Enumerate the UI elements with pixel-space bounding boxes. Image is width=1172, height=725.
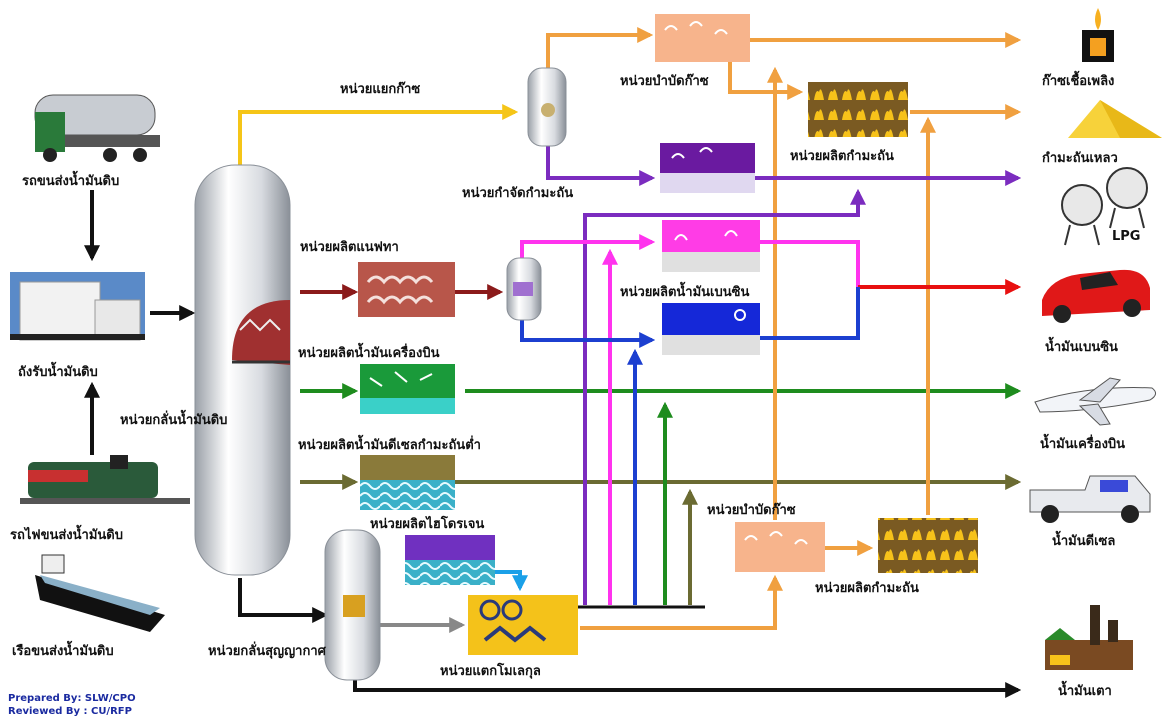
flow-gas-to-separation — [238, 104, 519, 172]
label-fuel-gas: ก๊าซเชื้อเพลิง — [1042, 74, 1115, 89]
unit-gas-treating-top-box — [655, 14, 750, 62]
credit-reviewed: Reviewed By : CU/RFP — [8, 706, 132, 717]
label-crude-ship: เรือขนส่งน้ำมันดิบ — [12, 644, 114, 659]
oil-tanker-ship-icon — [35, 554, 165, 632]
label-crude-tank: ถังรับน้ำมันดิบ — [18, 365, 98, 380]
flow-magenta-out — [760, 240, 860, 287]
flow-hydrogen — [495, 570, 528, 592]
flow-blue — [520, 318, 656, 348]
flow-purple-rise — [583, 188, 866, 605]
label-fuel-oil-product: น้ำมันเตา — [1058, 684, 1112, 699]
naphtha-column — [506, 257, 542, 321]
unit-sulfur-top-box — [808, 82, 908, 137]
credit-prepared: Prepared By: SLW/CPO — [8, 693, 136, 704]
flow-magenta — [520, 234, 656, 262]
label-gas-treating-top: หน่วยบำบัดก๊าซ — [620, 74, 709, 89]
label-gasoline-product: น้ำมันเบนซิน — [1045, 340, 1118, 355]
flow-lines — [84, 27, 1022, 698]
flow-purple-down — [546, 145, 656, 186]
lpg-sphere-icon — [1061, 167, 1148, 246]
pickup-truck-icon — [1029, 475, 1151, 523]
label-liquid-sulfur: กำมะถันเหลว — [1042, 151, 1118, 166]
label-vacuum-distillation: หน่วยกลั่นสุญญากาศ — [208, 644, 326, 659]
flow-orange-top — [546, 27, 654, 70]
gas-flare-icon — [1082, 8, 1114, 62]
storage-tank-icon — [10, 272, 145, 341]
label-jet-fuel-product: น้ำมันเครื่องบิน — [1040, 437, 1126, 452]
label-jet-fuel-unit: หน่วยผลิตน้ำมันเครื่องบิน — [298, 346, 440, 361]
airplane-icon — [1034, 377, 1156, 426]
unit-hydrogen-box — [405, 535, 495, 585]
label-low-sulfur-diesel: หน่วยผลิตน้ำมันดีเซลกำมะถันต่ำ — [298, 438, 481, 453]
flow-to-vacuum — [238, 578, 329, 623]
label-gas-treating-bottom: หน่วยบำบัดก๊าซ — [707, 503, 796, 518]
vacuum-column — [324, 529, 381, 681]
gas-separation-column — [527, 67, 567, 147]
label-cracking: หน่วยแตกโมเลกุล — [440, 664, 541, 679]
unit-naphtha-box — [358, 262, 455, 317]
flow-fuel-oil — [353, 680, 1022, 698]
unit-cracking-box — [468, 595, 578, 655]
label-gasoline-unit: หน่วยผลิตน้ำมันเบนซิน — [620, 285, 750, 300]
label-sulfur-bottom: หน่วยผลิตกำมะถัน — [815, 581, 919, 596]
crude-distillation-column — [194, 164, 291, 576]
label-hydrogen: หน่วยผลิตไฮโดรเจน — [370, 517, 485, 532]
tanker-truck-icon — [34, 94, 160, 162]
flow-crack-to-gas — [580, 574, 783, 630]
label-naphtha: หน่วยผลิตแนฟทา — [300, 240, 399, 255]
sulfur-pile-icon — [1068, 100, 1162, 138]
unit-sulfur-removal-box — [660, 143, 755, 193]
label-sulfur-top: หน่วยผลิตกำมะถัน — [790, 149, 894, 164]
unit-gasoline-magenta-box — [662, 220, 760, 272]
label-sulfur-removal: หน่วยกำจัดกำมะถัน — [462, 186, 574, 201]
label-crude-truck: รถขนส่งน้ำมันดิบ — [22, 174, 120, 189]
unit-gasoline-blue-box — [662, 303, 760, 355]
flow-blue-out — [760, 287, 860, 340]
unit-gas-treating-bottom-box — [735, 522, 825, 572]
flow-orange-sulfur — [728, 62, 804, 100]
label-diesel-product: น้ำมันดีเซล — [1052, 534, 1116, 549]
locomotive-icon — [20, 455, 190, 504]
unit-sulfur-bottom-box — [878, 518, 978, 573]
factory-icon — [1045, 605, 1133, 670]
sports-car-icon — [1042, 269, 1150, 323]
label-crude-distillation: หน่วยกลั่นน้ำมันดิบ — [120, 413, 228, 428]
unit-diesel-box — [360, 455, 455, 510]
label-lpg: LPG — [1112, 229, 1141, 244]
label-crude-train: รถไฟขนส่งน้ำมันดิบ — [10, 528, 123, 543]
label-gas-separation: หน่วยแยกก๊าซ — [340, 82, 421, 97]
unit-jet-fuel-box — [360, 364, 455, 414]
